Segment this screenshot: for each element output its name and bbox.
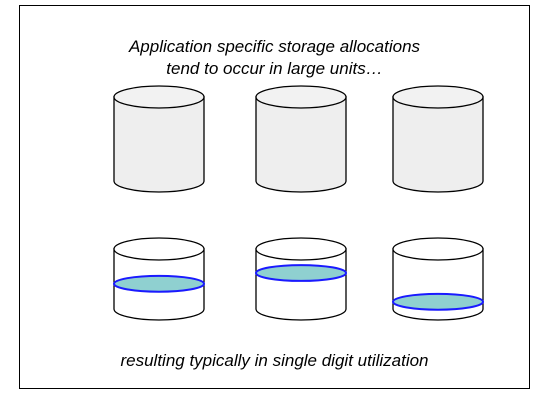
- utilized-cylinder-1: [113, 237, 205, 321]
- cylinder-top: [392, 85, 484, 109]
- cylinder-top: [255, 85, 347, 109]
- cylinder-top: [113, 237, 205, 261]
- cylinder-body: [392, 96, 484, 193]
- utilized-cylinder-3: [392, 237, 484, 321]
- utilization-level: [255, 264, 347, 282]
- allocated-cylinder-2: [255, 85, 347, 193]
- top-caption: Application specific storage allocations…: [19, 36, 530, 80]
- cylinder-body: [113, 96, 205, 193]
- allocated-cylinder-3: [392, 85, 484, 193]
- utilized-cylinder-2: [255, 237, 347, 321]
- top-caption-line-1: Application specific storage allocations: [128, 37, 421, 56]
- allocated-cylinder-1: [113, 85, 205, 193]
- slide-frame: [19, 5, 530, 389]
- cylinder-top: [255, 237, 347, 261]
- cylinder-body: [255, 96, 347, 193]
- top-caption-line-2: tend to occur in large units…: [166, 59, 383, 78]
- bottom-caption: resulting typically in single digit util…: [120, 351, 429, 370]
- utilization-level: [113, 274, 205, 293]
- cylinder-top: [113, 85, 205, 109]
- utilization-level: [392, 292, 484, 311]
- cylinder-top: [392, 237, 484, 261]
